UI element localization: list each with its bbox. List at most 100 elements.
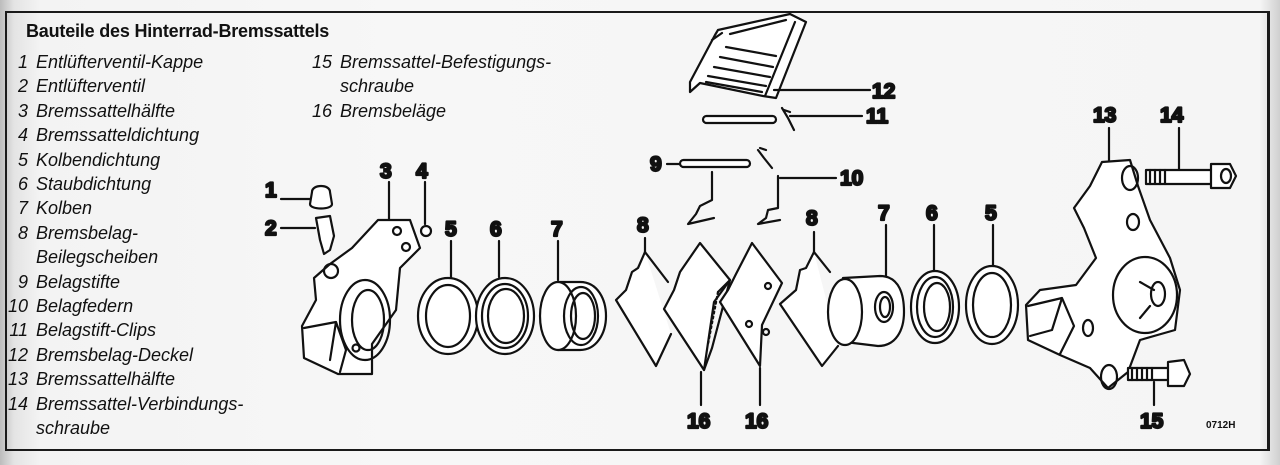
legend-item-label: Kolbendichtung	[36, 149, 161, 170]
pad-pin-part-11	[701, 114, 778, 125]
caliper-half-part-13	[1024, 158, 1182, 391]
piston-seal-part-5-left	[416, 276, 480, 356]
legend-item-continuation: schraube	[36, 418, 111, 439]
legend-item-number: 4	[17, 125, 28, 146]
callout-7-left: 7	[551, 218, 563, 241]
legend-item-number: 16	[311, 100, 332, 121]
legend-item-number: 8	[17, 222, 28, 243]
pad-spring-left	[686, 170, 716, 226]
pad-shim-part-8-right	[778, 250, 840, 368]
callout-6-right: 6	[926, 202, 938, 225]
figure-title: Bauteile des Hinterrad-Bremssattels	[26, 21, 330, 41]
legend-item-label: Bremsbelag-Deckel	[36, 344, 194, 365]
callout-11: 11	[866, 105, 889, 128]
callout-8-left: 8	[637, 214, 649, 237]
legend-item-label: Bremssattel-Befestigungs-	[340, 52, 552, 72]
caliper-seal-part-4	[419, 224, 433, 238]
callout-9: 9	[650, 153, 662, 176]
callout-10: 10	[840, 167, 863, 190]
legend-item-label: Bremsbelag-	[36, 222, 139, 243]
legend-item-number: 1	[17, 52, 28, 72]
legend-item: 8 Bremsbelag-	[0, 221, 243, 245]
legend-item-label: Bremssatteldichtung	[36, 125, 200, 146]
caliper-half-part-3	[300, 218, 422, 376]
legend-item-continuation: schraube	[340, 76, 415, 97]
legend-item-number: 14	[7, 393, 28, 414]
legend-item-number: 3	[17, 100, 28, 121]
legend-item-number: 2	[17, 76, 28, 97]
bleeder-valve-part-2	[314, 214, 336, 256]
pin-clip-part-11	[780, 106, 796, 132]
callout-3: 3	[380, 160, 392, 183]
callout-2: 2	[265, 217, 277, 240]
legend-item-label: Belagfedern	[36, 296, 134, 317]
dust-seal-part-6-left	[474, 276, 536, 356]
legend-item: 6 Staubdichtung	[0, 172, 243, 196]
legend-item-label: Bremssattel-Verbindungs-	[36, 393, 244, 414]
pad-spring-right	[756, 174, 782, 226]
legend-item: 14 Bremssattel-Verbindungs-	[0, 392, 243, 416]
callout-5-right: 5	[985, 202, 997, 225]
piston-part-7-left	[538, 280, 608, 352]
callout-6-left: 6	[490, 218, 502, 241]
legend-item: 12 Bremsbelag-Deckel	[0, 343, 243, 367]
callout-16-left: 16	[687, 410, 710, 433]
dust-seal-part-6-right	[909, 269, 961, 345]
legend-item-label: Bremsbeläge	[340, 100, 447, 121]
callout-8-right: 8	[806, 207, 818, 230]
legend-item-number: 13	[7, 369, 28, 390]
callout-4: 4	[416, 160, 428, 183]
pad-shim-part-8-left	[614, 250, 673, 368]
legend-item: 7 Kolben	[0, 196, 243, 220]
parts-legend-right: 15 Bremssattel-Befestigungs-schraube 16 Bre…	[298, 50, 551, 123]
legend-item: 11 Belagstift-Clips	[0, 318, 243, 342]
legend-item-continuation: Beilegscheiben	[36, 247, 159, 268]
caliper-mount-bolt-part-15	[1126, 358, 1192, 388]
legend-item-number: 6	[17, 174, 28, 195]
legend-item-label: Belagstifte	[36, 271, 121, 292]
bleeder-cap-part-1	[308, 184, 334, 210]
legend-item-number: 10	[7, 296, 28, 317]
legend-item-label: Entlüfterventil	[36, 76, 146, 97]
legend-item-label: Belagstift-Clips	[36, 320, 157, 341]
legend-item: 9 Belagstifte	[0, 270, 243, 294]
callout-5-left: 5	[445, 218, 457, 241]
piston-seal-part-5-right	[964, 264, 1020, 346]
legend-item: 4 Bremssatteldichtung	[0, 123, 243, 147]
pad-pin-part-9	[678, 158, 752, 169]
callout-1: 1	[265, 179, 277, 202]
figure-frame	[5, 11, 1270, 451]
legend-item-label: Entlüfterventil-Kappe	[36, 52, 204, 72]
legend-item-number: 12	[7, 344, 28, 365]
legend-item: 13 Bremssattelhälfte	[0, 367, 243, 391]
legend-item: 1 Entlüfterventil-Kappe	[0, 50, 243, 74]
callout-14: 14	[1160, 104, 1184, 127]
legend-item-number: 15	[311, 52, 332, 72]
legend-item-number: 7	[17, 198, 28, 219]
callout-15: 15	[1140, 410, 1164, 433]
legend-item-label: Bremssattelhälfte	[36, 100, 176, 121]
pin-clip-small	[756, 146, 774, 170]
figure-code: 0712H	[1206, 420, 1236, 431]
caliper-joint-bolt-part-14	[1144, 162, 1238, 190]
legend-item: 5 Kolbendichtung	[0, 148, 243, 172]
legend-item-number: 5	[17, 149, 28, 170]
pad-cover-part-12	[688, 12, 808, 100]
legend-item: 15 Bremssattel-Befestigungs-	[298, 50, 551, 74]
legend-item: 16 Bremsbeläge	[298, 99, 551, 123]
legend-item-number: 11	[9, 320, 28, 341]
callout-12: 12	[872, 80, 895, 103]
legend-item-label: Kolben	[36, 198, 93, 219]
legend-item-label: Bremssattelhälfte	[36, 369, 176, 390]
legend-item: 2 Entlüfterventil	[0, 74, 243, 98]
legend-item-number: 9	[17, 271, 28, 292]
callout-16-right: 16	[745, 410, 768, 433]
piston-part-7-right	[826, 274, 906, 348]
brake-pad-part-16-right	[718, 241, 784, 368]
legend-item-label: Staubdichtung	[36, 174, 152, 195]
legend-item: 3 Bremssattelhälfte	[0, 99, 243, 123]
callout-7-right: 7	[878, 202, 890, 225]
brake-pad-part-16-left	[662, 241, 732, 372]
